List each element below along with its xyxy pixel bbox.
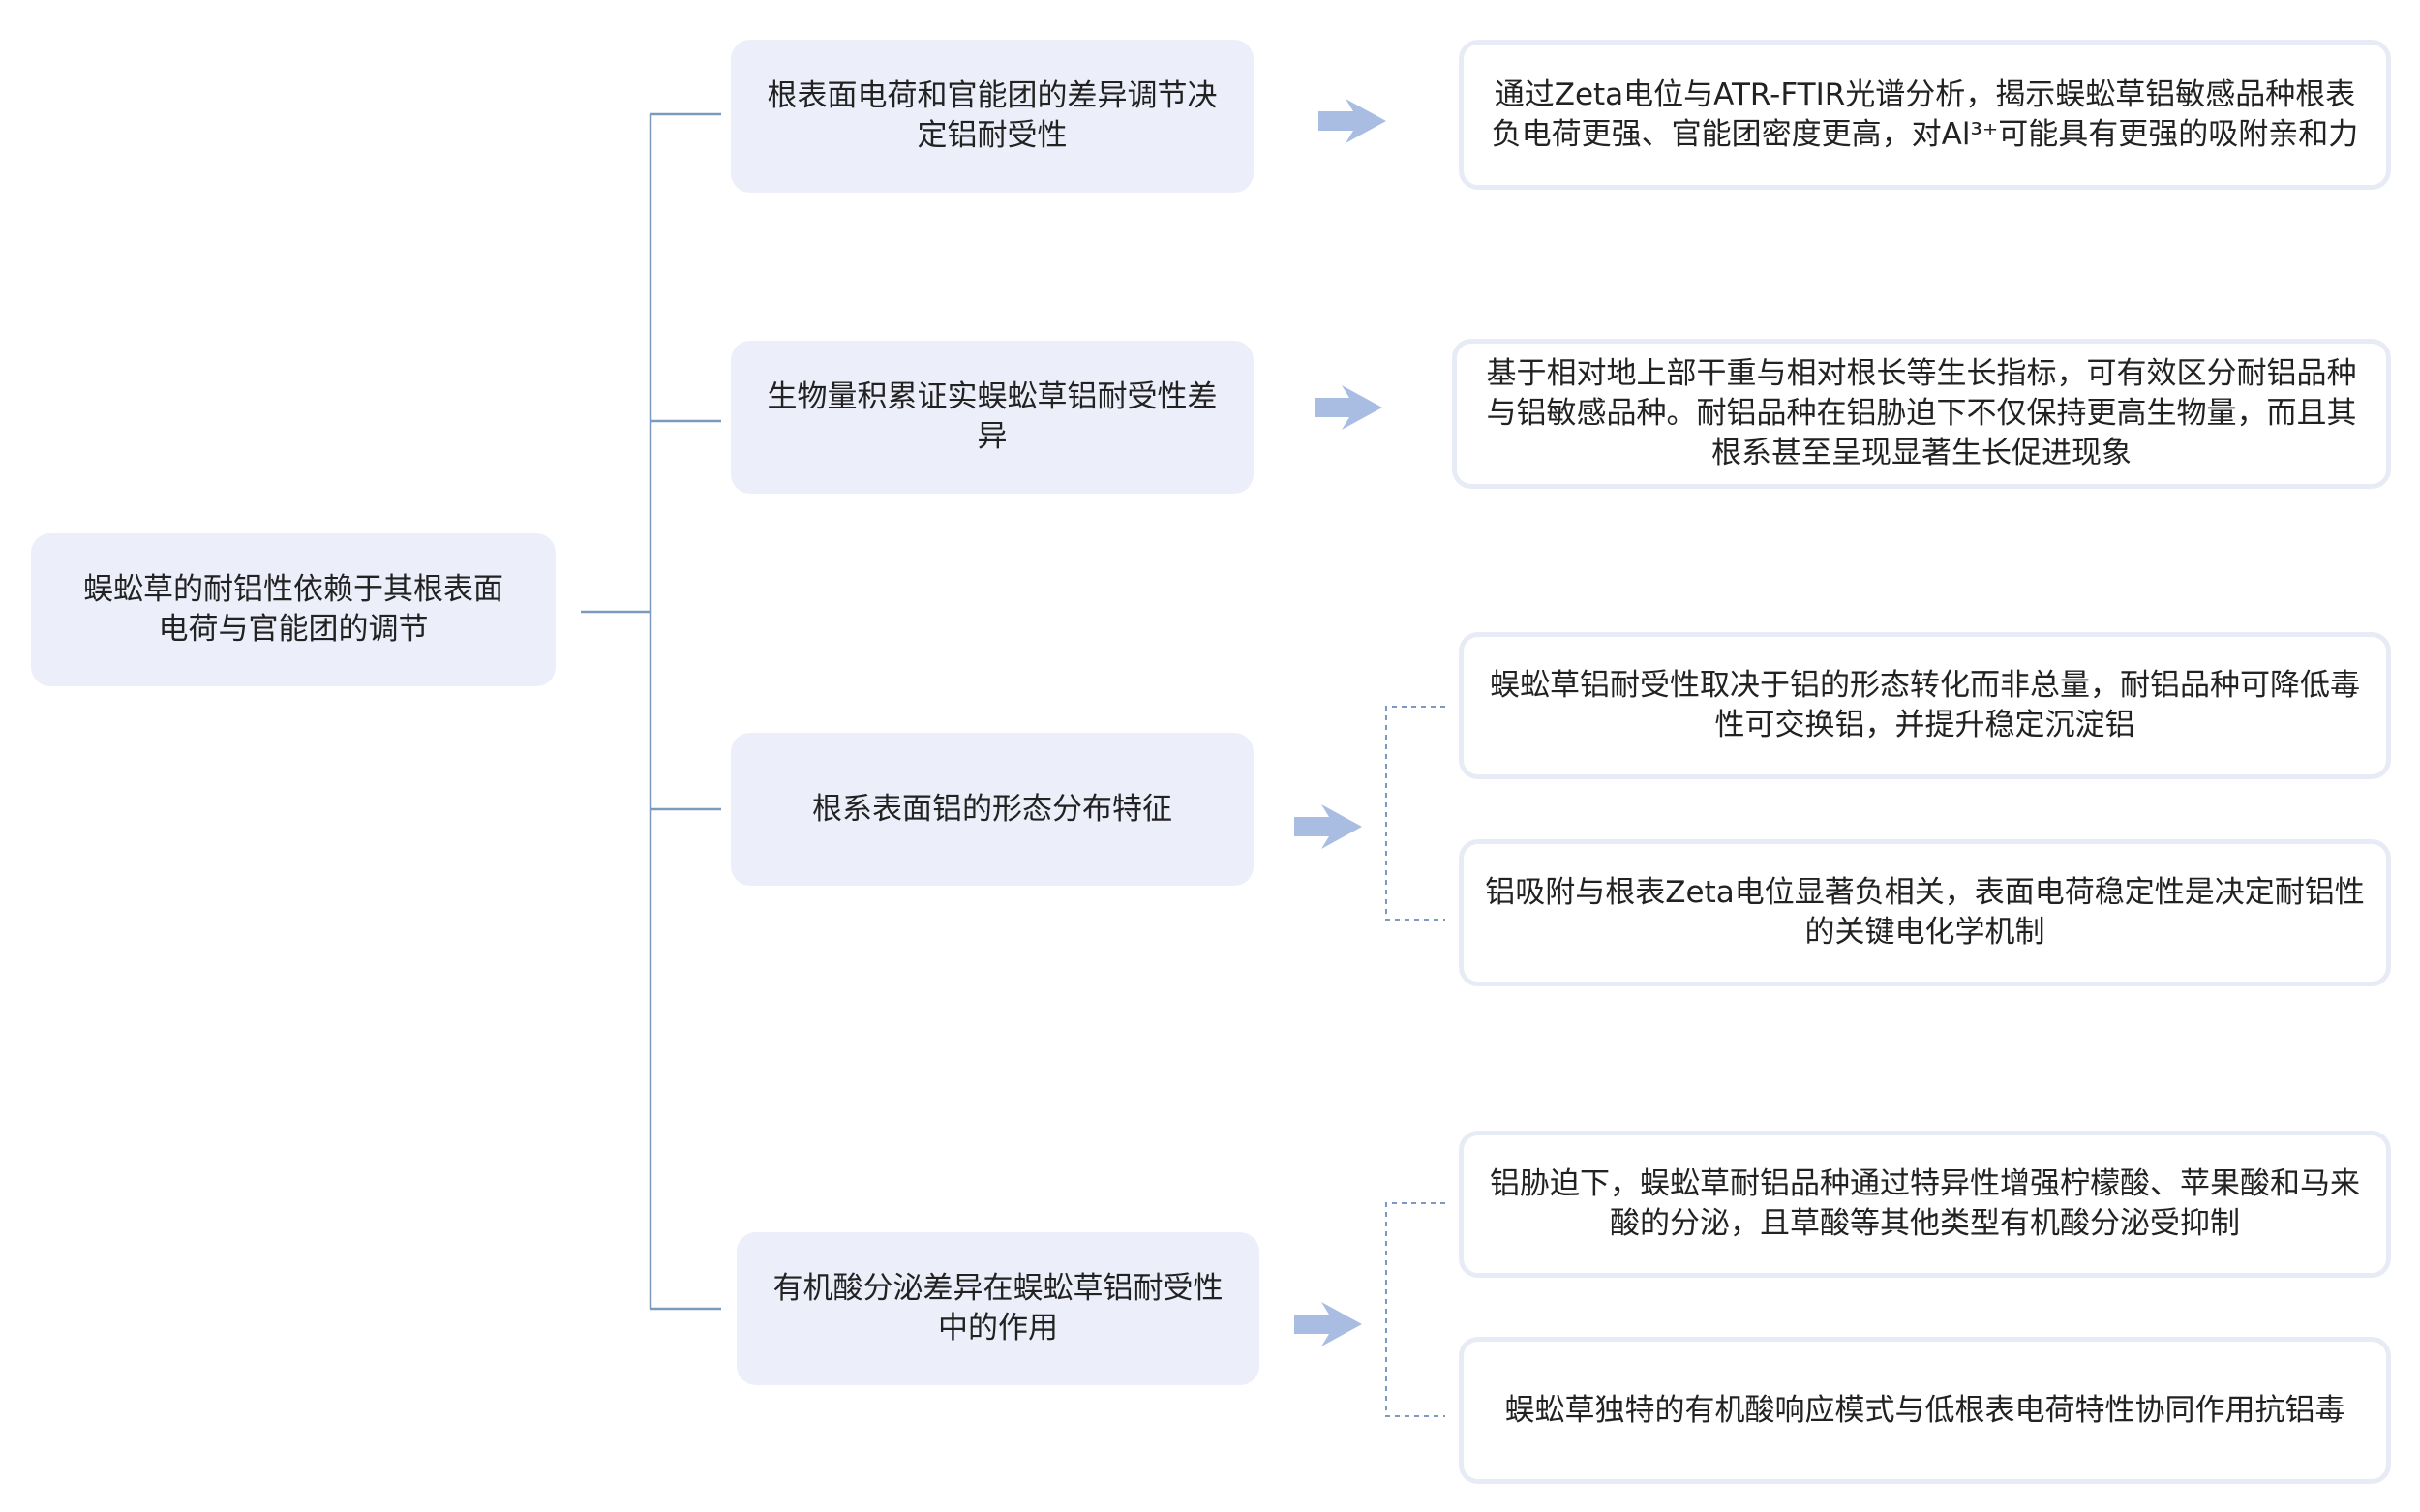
- category-title: 有机酸分泌差异在蜈蚣草铝耐受性中的作用: [772, 1271, 1224, 1346]
- bracket-4: [1385, 1202, 1445, 1417]
- detail-box-4a: 铝胁迫下，蜈蚣草耐铝品种通过特异性增强柠檬酸、苹果酸和马来酸的分泌，且草酸等其他…: [1459, 1131, 2391, 1278]
- detail-text: 通过Zeta电位与ATR-FTIR光谱分析，揭示蜈蚣草铝敏感品种根表负电荷更强、…: [1491, 76, 2359, 152]
- right-arrow-icon: [1318, 99, 1386, 143]
- root-node-text: 蜈蚣草的耐铝性依赖于其根表面电荷与官能团的调节: [83, 572, 503, 647]
- detail-box-3b: 铝吸附与根表Zeta电位显著负相关，表面电荷稳定性是决定耐铝性的关键电化学机制: [1459, 839, 2391, 986]
- detail-box-2: 基于相对地上部干重与相对根长等生长指标，可有效区分耐铝品种与铝敏感品种。耐铝品种…: [1452, 339, 2391, 489]
- detail-box-4b: 蜈蚣草独特的有机酸响应模式与低根表电荷特性协同作用抗铝毒: [1459, 1337, 2391, 1484]
- right-arrow-icon: [1294, 1302, 1362, 1346]
- detail-box-1: 通过Zeta电位与ATR-FTIR光谱分析，揭示蜈蚣草铝敏感品种根表负电荷更强、…: [1459, 40, 2391, 190]
- detail-text: 铝胁迫下，蜈蚣草耐铝品种通过特异性增强柠檬酸、苹果酸和马来酸的分泌，且草酸等其他…: [1490, 1166, 2360, 1241]
- category-box-3: 根系表面铝的形态分布特征: [731, 733, 1254, 886]
- category-title: 根系表面铝的形态分布特征: [812, 791, 1172, 827]
- right-arrow-icon: [1315, 385, 1382, 430]
- right-arrow-icon: [1294, 804, 1362, 849]
- detail-text: 基于相对地上部干重与相对根长等生长指标，可有效区分耐铝品种与铝敏感品种。耐铝品种…: [1486, 356, 2357, 470]
- category-box-2: 生物量积累证实蜈蚣草铝耐受性差异: [731, 341, 1254, 494]
- detail-text: 蜈蚣草独特的有机酸响应模式与低根表电荷特性协同作用抗铝毒: [1504, 1392, 2345, 1428]
- category-box-1: 根表面电荷和官能团的差异调节决定铝耐受性: [731, 40, 1254, 193]
- detail-text: 蜈蚣草铝耐受性取决于铝的形态转化而非总量，耐铝品种可降低毒性可交换铝，并提升稳定…: [1490, 668, 2360, 742]
- detail-text: 铝吸附与根表Zeta电位显著负相关，表面电荷稳定性是决定耐铝性的关键电化学机制: [1485, 875, 2365, 950]
- bracket-3: [1385, 706, 1445, 921]
- category-title: 生物量积累证实蜈蚣草铝耐受性差异: [767, 379, 1218, 454]
- detail-box-3a: 蜈蚣草铝耐受性取决于铝的形态转化而非总量，耐铝品种可降低毒性可交换铝，并提升稳定…: [1459, 632, 2391, 779]
- category-box-4: 有机酸分泌差异在蜈蚣草铝耐受性中的作用: [737, 1232, 1259, 1385]
- root-node: 蜈蚣草的耐铝性依赖于其根表面电荷与官能团的调节: [31, 533, 556, 686]
- category-title: 根表面电荷和官能团的差异调节决定铝耐受性: [767, 78, 1218, 153]
